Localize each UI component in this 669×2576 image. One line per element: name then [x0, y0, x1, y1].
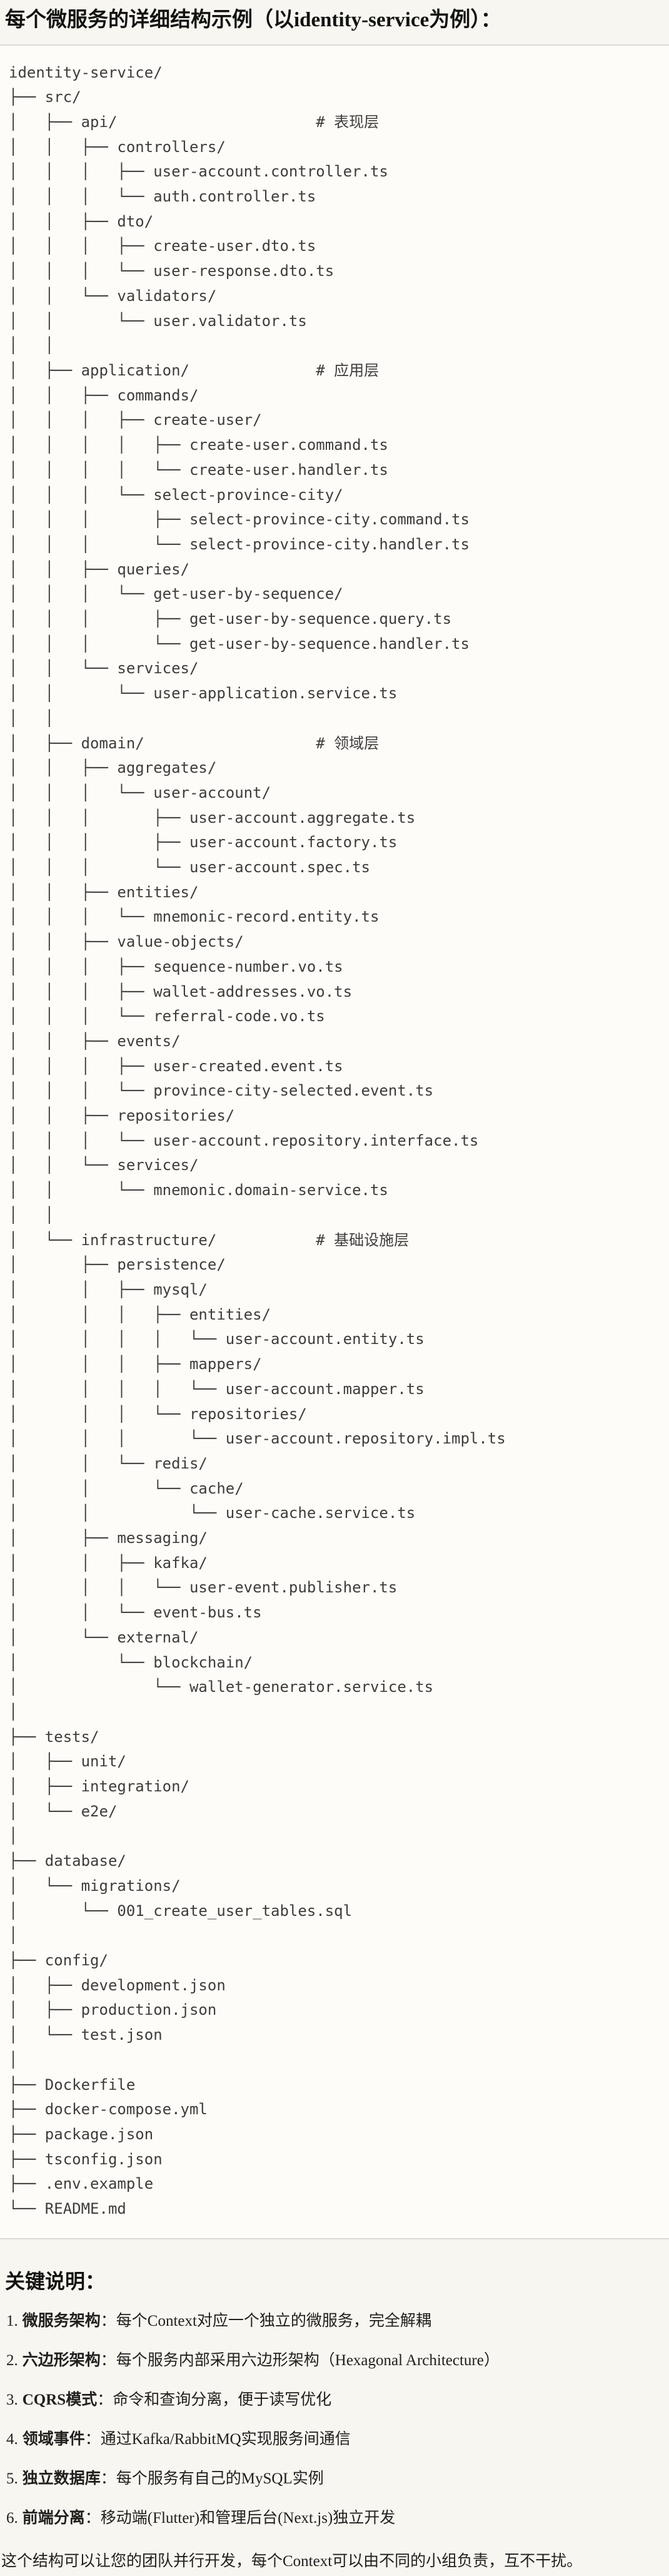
note-text: ：移动端(Flutter)和管理后台(Next.js)独立开发	[84, 2509, 396, 2527]
note-item-2: 2.六边形架构：每个服务内部采用六边形架构（Hexagonal Architec…	[6, 2349, 664, 2372]
note-label: 六边形架构	[22, 2351, 101, 2369]
note-label: 微服务架构	[22, 2312, 101, 2329]
note-text: ：每个服务内部采用六边形架构（Hexagonal Architecture）	[100, 2351, 500, 2369]
code-block: identity-service/ ├── src/ │ ├── api/ # …	[0, 44, 669, 2239]
note-item-4: 4.领域事件：通过Kafka/RabbitMQ实现服务间通信	[6, 2428, 664, 2451]
note-number: 1.	[6, 2312, 18, 2329]
note-number: 6.	[6, 2509, 18, 2527]
note-label: 领域事件	[22, 2430, 85, 2448]
note-text: ：每个服务有自己的MySQL实例	[100, 2470, 324, 2487]
note-item-1: 1.微服务架构：每个Context对应一个独立的微服务，完全解耦	[6, 2309, 664, 2333]
note-number: 2.	[6, 2351, 18, 2369]
note-item-5: 5.独立数据库：每个服务有自己的MySQL实例	[6, 2467, 664, 2490]
note-label: CQRS模式	[22, 2391, 98, 2408]
note-number: 4.	[6, 2430, 18, 2448]
note-text: ：通过Kafka/RabbitMQ实现服务间通信	[84, 2430, 351, 2448]
note-number: 3.	[6, 2391, 18, 2408]
notes-heading: 关键说明：	[5, 2269, 106, 2293]
note-label: 前端分离	[22, 2509, 85, 2527]
note-number: 5.	[6, 2470, 18, 2487]
note-text: ：命令和查询分离，便于读写优化	[97, 2391, 332, 2408]
directory-tree: identity-service/ ├── src/ │ ├── api/ # …	[9, 63, 506, 2218]
page-title: 每个微服务的详细结构示例（以identity-service为例）：	[5, 9, 501, 31]
notes-list: 1.微服务架构：每个Context对应一个独立的微服务，完全解耦 2.六边形架构…	[0, 2309, 669, 2530]
note-item-3: 3.CQRS模式：命令和查询分离，便于读写优化	[6, 2388, 664, 2411]
note-item-6: 6.前端分离：移动端(Flutter)和管理后台(Next.js)独立开发	[6, 2507, 664, 2530]
note-label: 独立数据库	[22, 2470, 101, 2487]
note-text: ：每个Context对应一个独立的微服务，完全解耦	[100, 2312, 431, 2329]
closing-paragraph: 这个结构可以让您的团队并行开发，每个Context可以由不同的小组负责，互不干扰…	[1, 2552, 583, 2570]
